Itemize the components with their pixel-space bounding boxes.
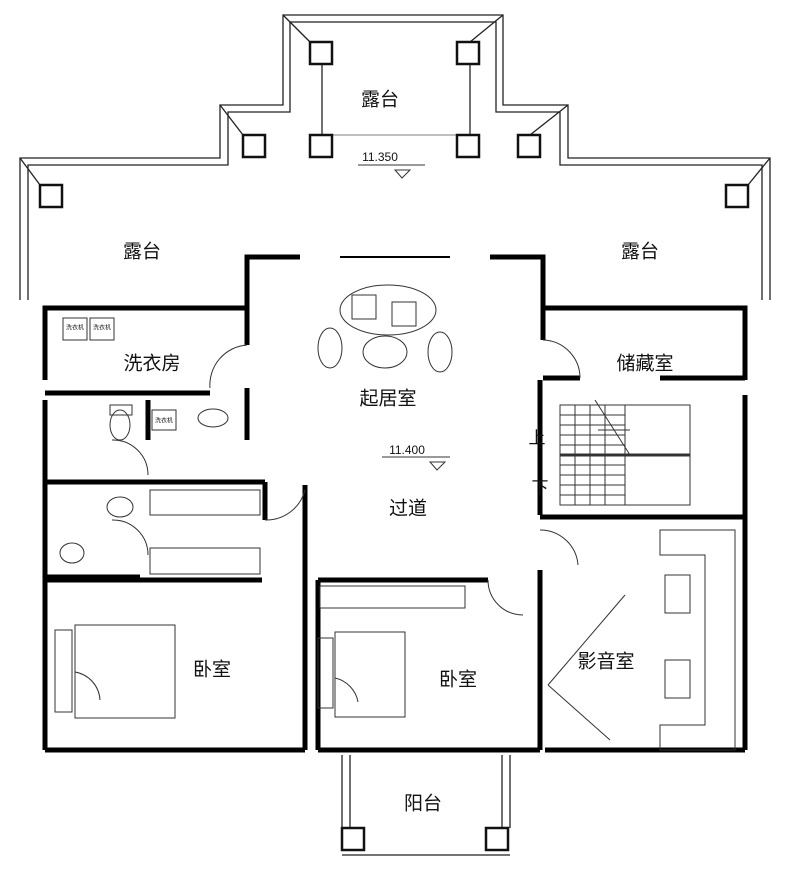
room-label-laundry: 洗衣房	[123, 352, 181, 375]
stairs	[559, 399, 691, 506]
room-label-corridor: 过道	[388, 497, 428, 520]
washer-label: 洗衣机	[154, 417, 174, 425]
furniture	[54, 164, 736, 751]
doors	[74, 339, 581, 703]
walls	[42, 254, 748, 753]
columns	[38, 40, 750, 852]
elevation-terrace: 11.350	[362, 150, 398, 164]
room-label-storage: 储藏室	[616, 352, 674, 375]
room-label-living-room: 起居室	[359, 387, 417, 410]
terrace-outlines	[19, 14, 771, 856]
room-label-media-room: 影音室	[577, 650, 635, 673]
room-label-bedroom-left: 卧室	[192, 658, 232, 681]
washer-label: 洗衣机	[92, 324, 112, 332]
room-label-balcony: 阳台	[403, 792, 443, 815]
room-label-bedroom-middle: 卧室	[438, 668, 478, 691]
room-label-terrace-left: 露台	[122, 240, 162, 263]
room-label-terrace-right: 露台	[620, 240, 660, 263]
stairs-up-label: 上	[528, 428, 546, 449]
washer-label: 洗衣机	[65, 324, 85, 332]
room-label-terrace-top: 露台	[360, 88, 400, 111]
elevation-floor: 11.400	[389, 443, 425, 457]
stairs-down-label: 下	[531, 478, 549, 499]
